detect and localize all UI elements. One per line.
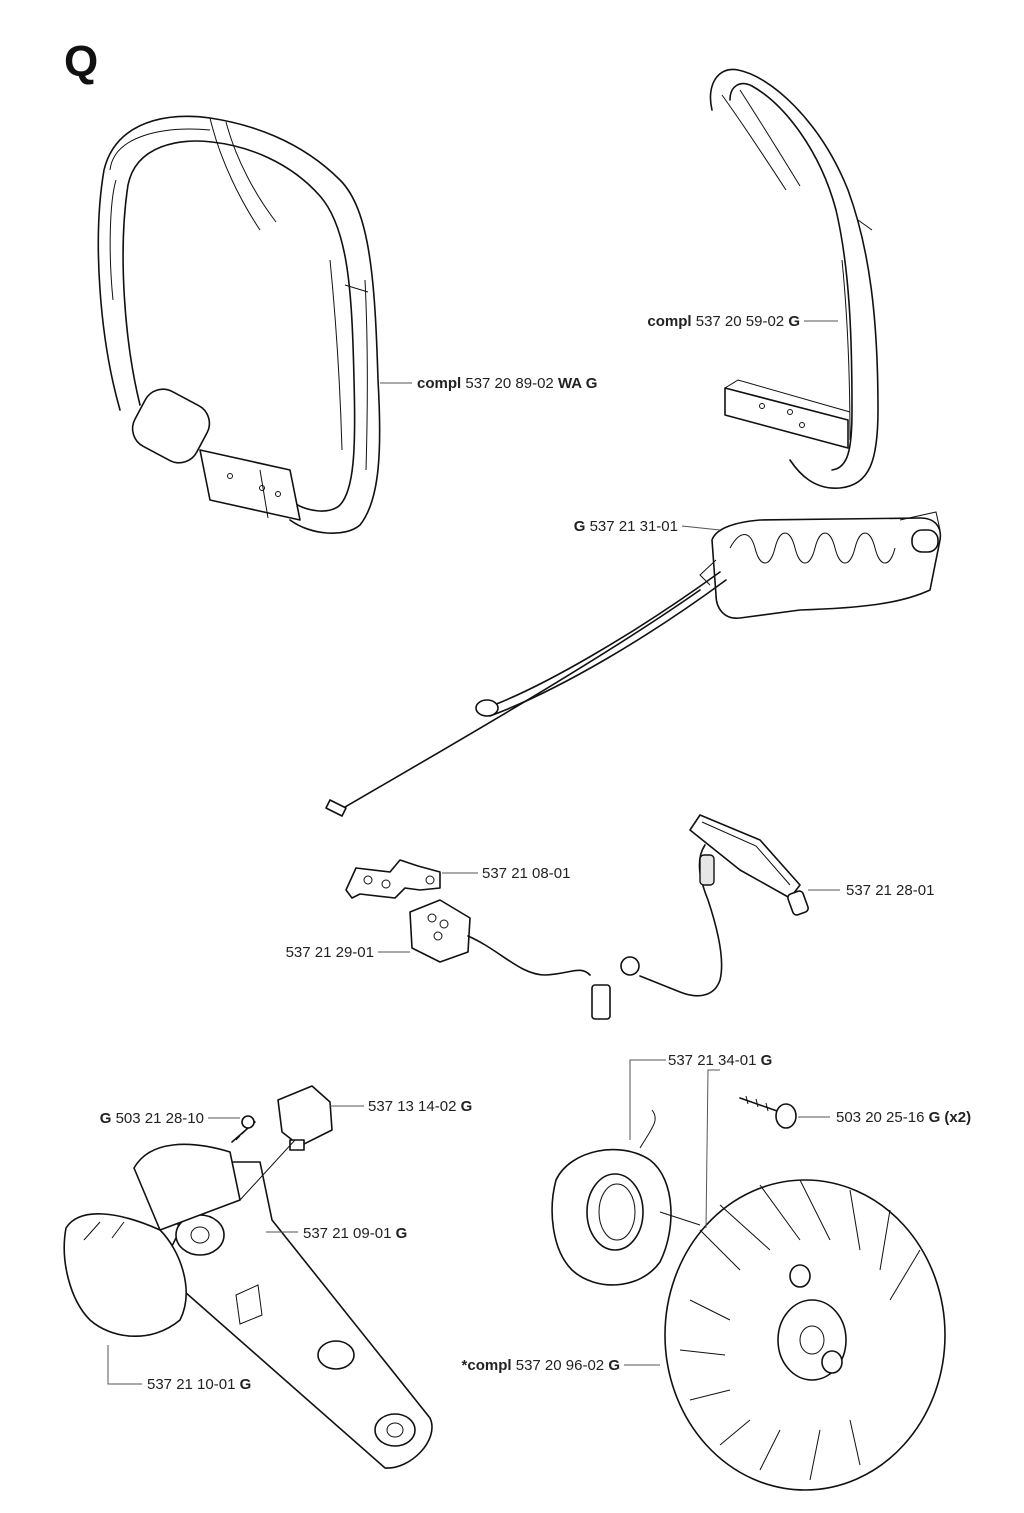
part-label-screw-g: G 503 21 28-10: [100, 1110, 204, 1127]
cover-drawing: [63, 1213, 187, 1338]
part-label-handle-bar: 537 21 09-01 G: [303, 1225, 407, 1242]
screw-g-drawing: [231, 1115, 256, 1143]
generator-drawing: [551, 1109, 672, 1286]
part-label-bracket: 537 21 08-01: [482, 865, 570, 882]
part-label-front-handle-small: compl 537 20 59-02 G: [647, 313, 800, 330]
front-handle-small-drawing: [709, 68, 879, 489]
part-label-switch: 537 13 14-02 G: [368, 1098, 472, 1115]
switch-unit-drawing: [409, 899, 611, 1020]
part-label-screw-x2: 503 20 25-16 G (x2): [836, 1109, 971, 1126]
flywheel-drawing: [659, 1179, 946, 1491]
part-label-front-handle-large: compl 537 20 89-02 WA G: [417, 375, 597, 392]
front-handle-large-drawing: [97, 115, 381, 535]
part-label-handle-heater: G 537 21 31-01: [574, 518, 678, 535]
screw-x2-drawing: [739, 1095, 797, 1129]
handle-bar-drawing: [133, 1143, 433, 1469]
part-label-flywheel: *compl 537 20 96-02 G: [462, 1357, 620, 1374]
part-label-cover: 537 21 10-01 G: [147, 1376, 251, 1393]
handle-heater-drawing: [325, 511, 942, 817]
part-label-generator: 537 21 34-01 G: [668, 1052, 772, 1069]
part-label-switch-unit: 537 21 29-01: [286, 944, 374, 961]
switch-drawing: [239, 1085, 333, 1201]
page-letter: Q: [64, 37, 98, 86]
bracket-drawing: [345, 859, 441, 899]
carburetor-heater-drawing: [620, 814, 809, 997]
part-label-carburetor-heater: 537 21 28-01: [846, 882, 934, 899]
